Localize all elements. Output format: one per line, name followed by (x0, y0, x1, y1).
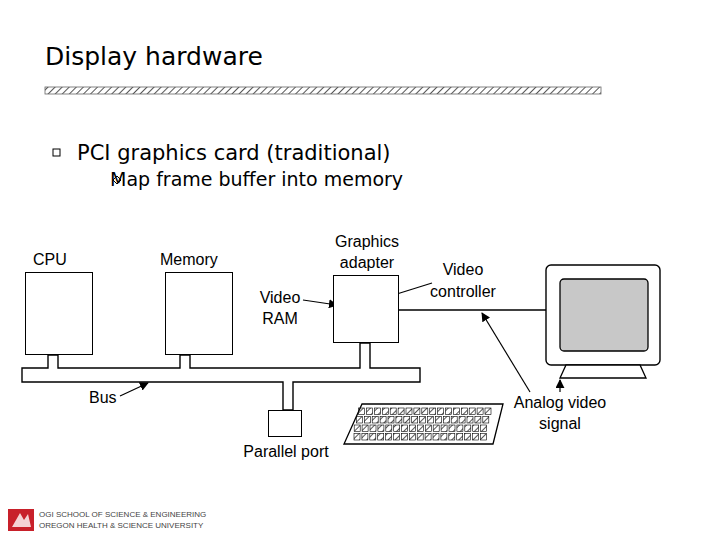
graphics-adapter-box: Graphics adapter (333, 275, 399, 343)
keyboard-key (449, 425, 455, 432)
keyboard-key (356, 417, 362, 424)
keyboard-key (410, 425, 416, 432)
monitor-case (546, 265, 660, 365)
sub-bullet-text: Map frame buffer into memory (110, 167, 490, 191)
keyboard-key (374, 408, 380, 415)
keyboard-key (451, 417, 457, 424)
node-label: CPU (33, 249, 113, 270)
keyboard-key (394, 434, 400, 441)
keyboard-key (382, 408, 388, 415)
keyboard-key (370, 434, 376, 441)
keyboard-key (380, 417, 386, 424)
keyboard-key (367, 408, 373, 415)
keyboard-key (398, 408, 404, 415)
keyboard-key (461, 408, 467, 415)
keyboard-key (485, 408, 491, 415)
keyboard-key (390, 408, 396, 415)
leader-arrow (482, 313, 530, 392)
video-cable (399, 309, 546, 310)
keyboard-key (477, 408, 483, 415)
keyboard-key (417, 425, 423, 432)
keyboard-key (417, 434, 423, 441)
keyboard-key (425, 434, 431, 441)
keyboard-key (354, 434, 360, 441)
callout-label: Video RAM (252, 287, 308, 329)
node-label: Parallel port (226, 441, 346, 462)
keyboard-key (394, 425, 400, 432)
keyboard-key (354, 425, 360, 432)
keyboard-key (475, 417, 481, 424)
leader-arrow (303, 300, 337, 305)
leader-arrow (120, 383, 148, 396)
logo-text: OREGON HEALTH & SCIENCE UNIVERSITY (39, 521, 339, 531)
keyboard-key (396, 417, 402, 424)
keyboard-key (428, 417, 434, 424)
keyboard-key (446, 408, 452, 415)
keyboard-key (459, 417, 465, 424)
leader-arrow (559, 380, 560, 392)
keyboard-key (406, 408, 412, 415)
cpu-box: CPU (25, 272, 93, 355)
keyboard-key (435, 417, 441, 424)
keyboard-key (409, 434, 415, 441)
keyboard-key (370, 425, 376, 432)
callout-label: Bus (89, 388, 129, 408)
keyboard-key (481, 425, 487, 432)
keyboard-key (483, 417, 489, 424)
keyboard-key (469, 408, 475, 415)
keyboard-key (441, 434, 447, 441)
memory-box: Memory (165, 272, 233, 355)
keyboard-body (344, 404, 503, 444)
keyboard-key (404, 417, 410, 424)
title-underline (45, 87, 601, 94)
keyboard-key (480, 434, 486, 441)
keyboard-key (420, 417, 426, 424)
keyboard-key (414, 408, 420, 415)
keyboard (344, 404, 503, 444)
keyboard-key (402, 425, 408, 432)
keyboard-key (433, 434, 439, 441)
keyboard-key (378, 425, 384, 432)
keyboard-key (425, 425, 431, 432)
keyboard-key (412, 417, 418, 424)
keyboard-key (433, 425, 439, 432)
bullet-square (53, 149, 60, 156)
keyboard-key (364, 417, 370, 424)
keyboard-key (441, 425, 447, 432)
keyboard-key (362, 425, 368, 432)
callout-label: Analog video signal (510, 392, 610, 434)
callout-label: Video controller (420, 259, 506, 303)
node-label: Memory (160, 249, 250, 270)
keyboard-key (457, 425, 463, 432)
parallel-port-box: Parallel port (268, 410, 302, 437)
keyboard-key (386, 434, 392, 441)
keyboard-key (467, 417, 473, 424)
keyboard-key (465, 434, 471, 441)
slide-title: Display hardware (45, 42, 263, 71)
keyboard-key (422, 408, 428, 415)
keyboard-key (465, 425, 471, 432)
keyboard-key (362, 434, 368, 441)
keyboard-key (388, 417, 394, 424)
keyboard-key (438, 408, 444, 415)
keyboard-key (443, 417, 449, 424)
keyboard-key (372, 417, 378, 424)
monitor-base (560, 365, 646, 378)
keyboard-key (473, 425, 479, 432)
node-label: Graphics adapter (314, 231, 420, 273)
logo-mark (12, 513, 31, 527)
keyboard-key (430, 408, 436, 415)
logo-icon (8, 509, 34, 531)
keyboard-key (386, 425, 392, 432)
bullet-text: PCI graphics card (traditional) (77, 140, 497, 166)
keyboard-key (453, 408, 459, 415)
keyboard-key (449, 434, 455, 441)
logo-text: OGI SCHOOL OF SCIENCE & ENGINEERING (39, 510, 339, 520)
keyboard-key (457, 434, 463, 441)
keyboard-key (473, 434, 479, 441)
keyboard-key (359, 408, 365, 415)
monitor-screen (560, 279, 648, 351)
keyboard-key (378, 434, 384, 441)
keyboard-key (401, 434, 407, 441)
